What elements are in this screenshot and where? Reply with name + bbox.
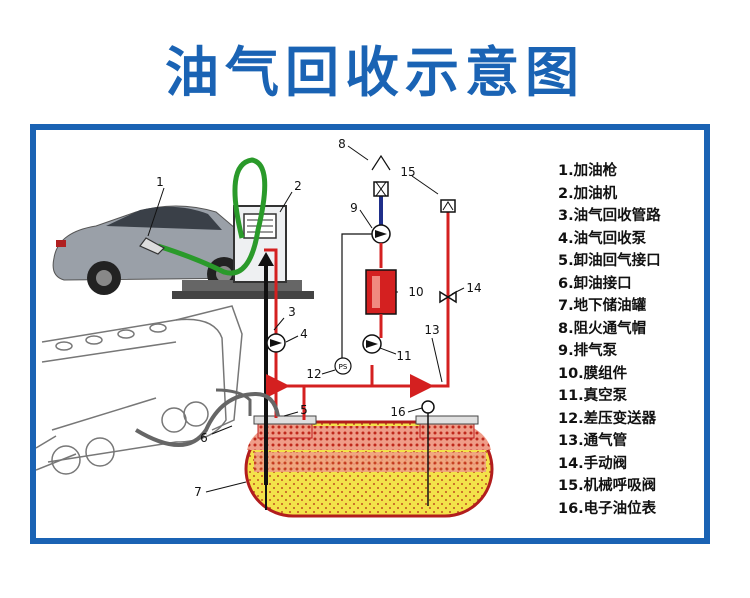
callout-15: 15 <box>400 165 415 179</box>
callout-12: 12 <box>306 367 321 381</box>
vapor-return-line <box>302 384 372 420</box>
callout-leaders <box>147 145 465 493</box>
callout-4: 4 <box>300 327 308 341</box>
legend-item: 5.卸油回气接口 <box>558 253 661 269</box>
component-legend: 1.加油枪 2.加油机 3.油气回收管路 4.油气回收泵 5.卸油回气接口 6.… <box>558 160 661 520</box>
membrane-module <box>365 269 397 315</box>
legend-item: 12.差压变送器 <box>558 410 657 427</box>
breather-valve <box>440 199 456 213</box>
callout-13: 13 <box>424 323 439 337</box>
legend-item: 4.油气回收泵 <box>558 230 647 247</box>
callout-5: 5 <box>300 403 308 417</box>
legend-item: 16.电子油位表 <box>558 500 657 517</box>
fuel-nozzle <box>139 237 165 255</box>
legend-item: 1.加油枪 <box>558 163 618 179</box>
vapor-recovery-pipe <box>264 248 278 418</box>
page-title: 油气回收示意图 <box>165 41 585 104</box>
legend-item: 3.油气回收管路 <box>558 208 661 224</box>
legend-item: 7.地下储油罐 <box>558 298 647 314</box>
callout-1: 1 <box>156 175 164 189</box>
sensor-label: PS <box>339 363 348 371</box>
differential-pressure-transmitter <box>334 357 352 375</box>
island-base <box>182 280 302 291</box>
dispenser-island <box>172 291 314 299</box>
legend-item: 11.真空泵 <box>558 388 628 404</box>
legend-item: 8.阻火通气帽 <box>558 320 647 337</box>
legend-item: 2.加油机 <box>558 185 618 202</box>
callout-8: 8 <box>338 137 346 151</box>
unloading-hose <box>134 391 280 447</box>
legend-item: 15.机械呼吸阀 <box>558 478 657 494</box>
legend-item: 9.排气泵 <box>558 343 618 359</box>
tanker-truck-illustration <box>36 305 243 475</box>
callout-14: 14 <box>466 281 481 295</box>
callout-3: 3 <box>288 305 296 319</box>
underground-storage-tank <box>244 415 494 518</box>
vapor-recovery-diagram: PS 1 2 3 4 5 6 7 8 9 10 11 12 13 14 15 <box>36 137 494 518</box>
callout-9: 9 <box>350 201 358 215</box>
callout-16: 16 <box>390 405 405 419</box>
callout-2: 2 <box>294 179 302 193</box>
callout-10: 10 <box>408 285 423 299</box>
legend-item: 14.手动阀 <box>558 455 628 472</box>
fuel-hose <box>157 157 268 276</box>
legend-item: 13.通气管 <box>558 433 628 449</box>
callout-6: 6 <box>200 431 208 445</box>
callout-11: 11 <box>396 349 411 363</box>
legend-item: 6.卸油接口 <box>558 275 632 292</box>
legend-item: 10.膜组件 <box>558 365 628 382</box>
callout-7: 7 <box>194 485 202 499</box>
